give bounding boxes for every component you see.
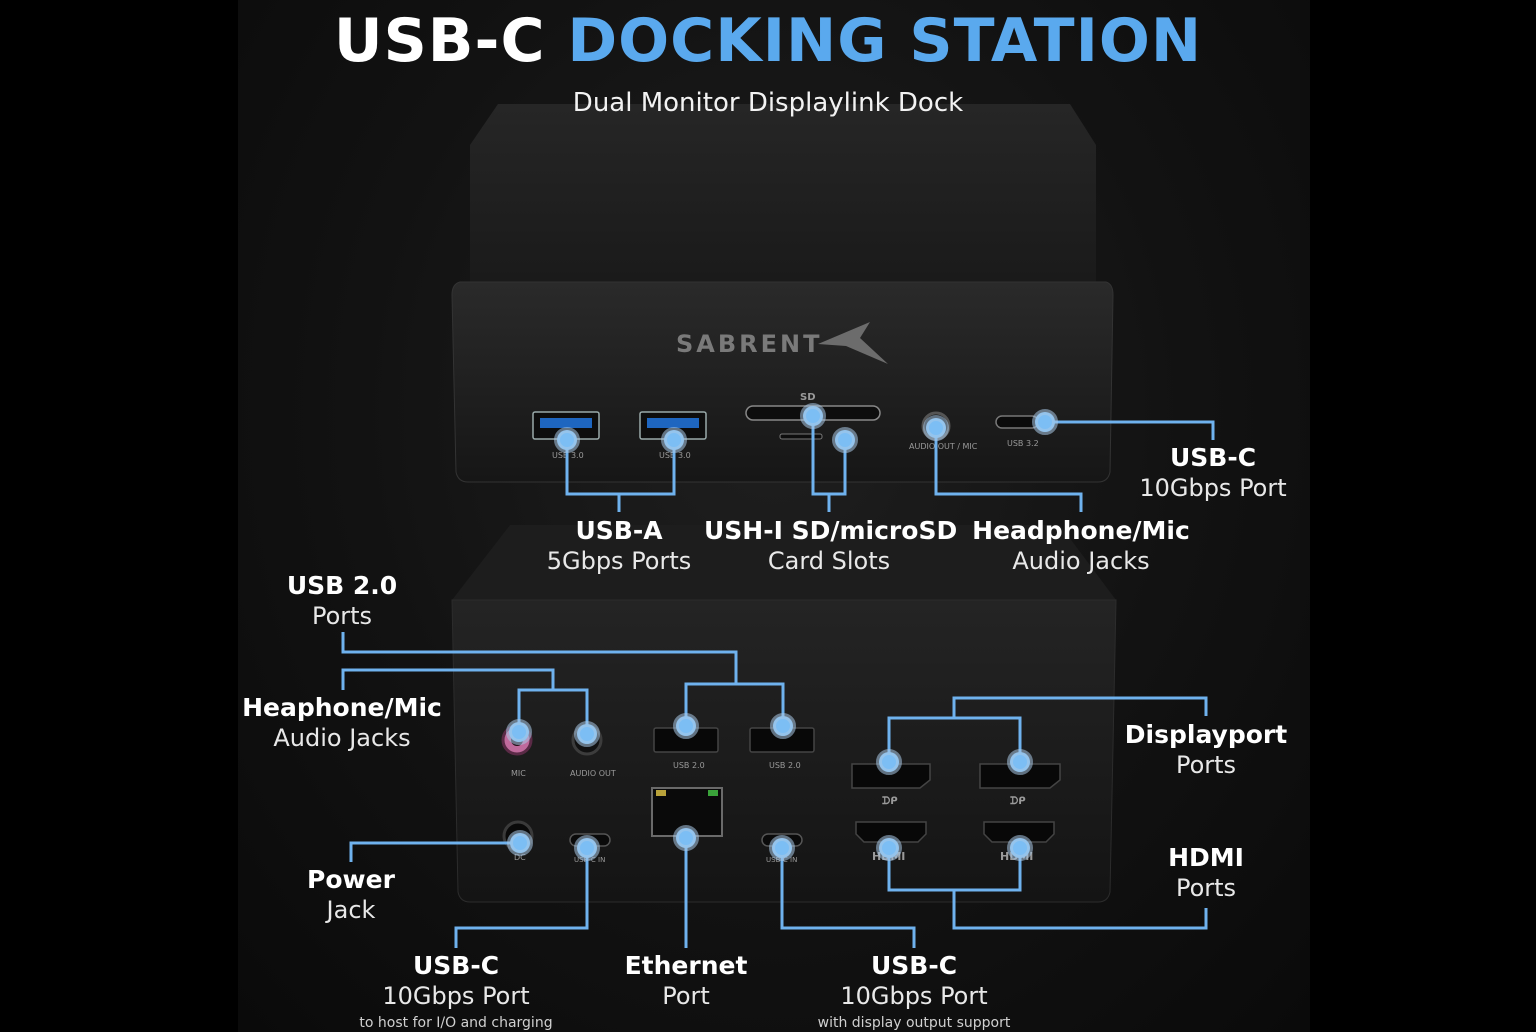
callout-usbc-top: USB-C 10Gbps Port [1133, 442, 1293, 504]
displayport-2 [979, 763, 1061, 789]
dot-usbc-top [1032, 409, 1058, 435]
sd-card-slot [745, 405, 881, 440]
displayport-1 [851, 763, 931, 789]
callout-hdmi: HDMI Ports [1136, 842, 1276, 904]
callout-title: Power [307, 865, 395, 894]
page-title: USB-C DOCKING STATION [0, 6, 1536, 76]
callout-usb2: USB 2.0 Ports [272, 570, 412, 632]
dot-audio-out [574, 721, 600, 747]
port-label-usb32: USB 3.2 [1007, 439, 1039, 448]
dot-usbc-display [769, 835, 795, 861]
page-subtitle: Dual Monitor Displaylink Dock [572, 88, 964, 118]
top-usba-port-2 [639, 411, 707, 440]
callout-desc: Audio Jacks [273, 724, 411, 752]
dot-microsd [832, 427, 858, 453]
callout-dots [506, 403, 1058, 861]
port-label-mic: MIC [511, 769, 526, 778]
callout-title: USB-C [1169, 443, 1257, 472]
dot-sd [800, 403, 826, 429]
callout-title: USB-C [870, 951, 958, 980]
callout-title: Heaphone/Mic [242, 693, 442, 722]
callout-lines [341, 416, 1215, 948]
dot-usb2-2 [770, 713, 796, 739]
dot-ethernet [673, 825, 699, 851]
port-label-usb20-2: USB 2.0 [769, 761, 801, 770]
callout-title: Headphone/Mic [972, 516, 1190, 545]
callout-desc: Port [662, 982, 710, 1010]
port-label-dc: DC [514, 853, 526, 862]
dot-usba-1 [554, 427, 580, 453]
title-docking-station: DOCKING STATION [567, 6, 1203, 76]
dot-hdmi-2 [1007, 835, 1033, 861]
dot-power [507, 830, 533, 856]
dot-audio-top [923, 415, 949, 441]
callout-desc: Ports [1175, 751, 1237, 779]
callout-desc: Jack [326, 896, 376, 924]
callout-desc: Card Slots [767, 547, 891, 575]
port-label-audio-out: AUDIO OUT [570, 769, 616, 778]
dot-usb2-1 [673, 713, 699, 739]
callout-ethernet: Ethernet Port [616, 950, 756, 1012]
title-usbc: USB-C [333, 6, 546, 76]
dot-dp-2 [1007, 749, 1033, 775]
dot-usba-2 [661, 427, 687, 453]
dot-usbc-host [574, 835, 600, 861]
callout-desc: 5Gbps Ports [546, 547, 692, 575]
hdmi-port-2 [983, 821, 1055, 843]
dock-top-cover [470, 104, 1096, 282]
callout-title: Ethernet [624, 951, 748, 980]
callout-note: to host for I/O and charging [359, 1015, 553, 1031]
port-label-audio-out-mic: AUDIO OUT / MIC [909, 442, 978, 451]
sabrent-logo: SABRENT [676, 330, 822, 358]
logo-swoosh [818, 322, 888, 364]
callout-title: HDMI [1168, 843, 1244, 872]
callout-title: USH-I SD/microSD [704, 516, 958, 545]
callout-title: USB-C [412, 951, 500, 980]
callout-audio-top: Headphone/Mic Audio Jacks [970, 515, 1192, 577]
port-label-usb20-1: USB 2.0 [673, 761, 705, 770]
callout-usbc-host: USB-C 10Gbps Port to host for I/O and ch… [346, 950, 566, 1032]
callout-title: USB-A [575, 516, 663, 545]
top-usbc-port [995, 415, 1039, 429]
callout-usba: USB-A 5Gbps Ports [539, 515, 699, 577]
callout-usbc-display: USB-C 10Gbps Port with display output su… [804, 950, 1024, 1032]
port-label-sd: SD [800, 392, 816, 403]
hdmi-port-1 [855, 821, 927, 843]
dot-dp-1 [876, 749, 902, 775]
callout-note: with display output support [817, 1015, 1011, 1031]
callout-desc: Ports [311, 602, 373, 630]
callout-power: Power Jack [291, 864, 411, 926]
callout-title: Displayport [1124, 720, 1288, 749]
callout-desc: 10Gbps Port [382, 982, 530, 1010]
dp-symbol-2: ᗪᑭ [1010, 795, 1026, 807]
dot-hdmi-1 [876, 835, 902, 861]
callout-audio-back: Heaphone/Mic Audio Jacks [236, 692, 448, 754]
callout-sd: USH-I SD/microSD Card Slots [704, 515, 958, 577]
dock-back-top [452, 525, 1116, 600]
callout-displayport: Displayport Ports [1116, 719, 1296, 781]
callout-desc: 10Gbps Port [1139, 474, 1287, 502]
callout-desc: 10Gbps Port [840, 982, 988, 1010]
dp-symbol-1: ᗪᑭ [882, 795, 898, 807]
callout-title: USB 2.0 [286, 571, 398, 600]
callout-desc: Ports [1175, 874, 1237, 902]
callout-desc: Audio Jacks [1012, 547, 1150, 575]
dot-mic [506, 719, 532, 745]
